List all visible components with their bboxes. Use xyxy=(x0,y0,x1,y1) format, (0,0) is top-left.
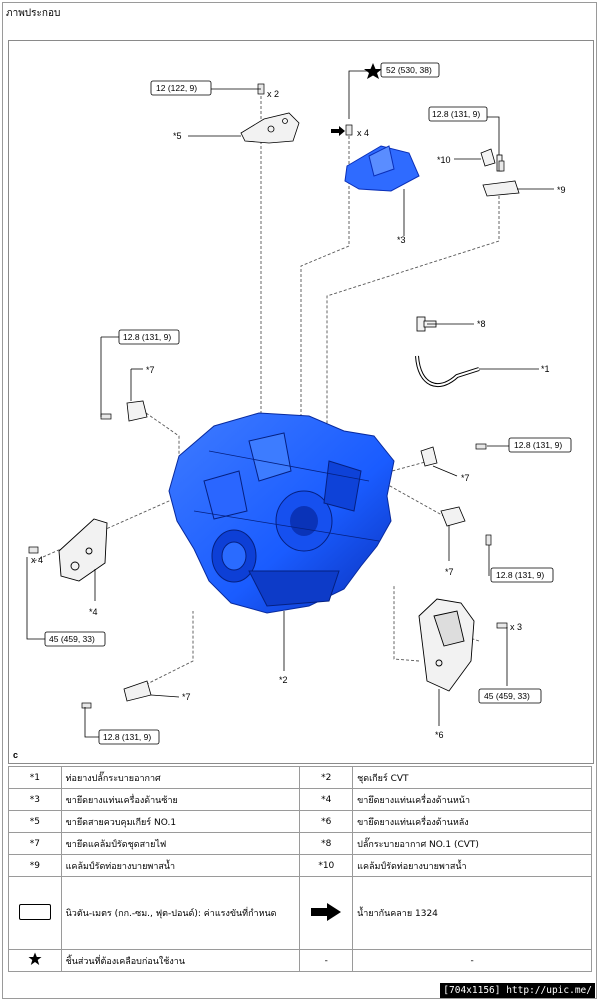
legend-code: *5 xyxy=(8,810,62,833)
legend-table: *1 ท่อยางปลั๊กระบายอากาศ *2 ชุดเกียร์ CV… xyxy=(8,766,592,972)
legend-desc: ชุดเกียร์ CVT xyxy=(352,766,592,789)
torque-note: นิวตัน-เมตร (กก.-ซม., ฟุต-ปอนด์): ค่าแรง… xyxy=(60,876,301,950)
leader-lines xyxy=(26,70,554,738)
star-note: ชิ้นส่วนที่ต้องเคลือบก่อนใช้งาน xyxy=(60,949,301,972)
legend-row: *5 ขายึดสายควบคุมเกียร์ NO.1 *6 ขายึดยาง… xyxy=(8,810,592,833)
legend-desc: ท่อยางปลั๊กระบายอากาศ xyxy=(60,766,301,789)
callout-1: *1 xyxy=(541,364,550,374)
wire-harness-clamp-brackets xyxy=(123,400,466,702)
diagram-corner-letter: c xyxy=(13,750,19,760)
torque-label-12-8-left: 12.8 (131, 9) xyxy=(123,332,171,342)
legend-code: *10 xyxy=(299,854,354,877)
torque-label-12-8-right: 12.8 (131, 9) xyxy=(514,440,562,450)
callout-3: *3 xyxy=(397,235,406,245)
star-icon xyxy=(364,63,382,79)
torque-box-icon xyxy=(18,903,51,920)
image-host-tag[interactable]: [704x1156] http://upic.me/ xyxy=(440,983,595,998)
callout-7-upper-left: *7 xyxy=(146,365,155,375)
legend-desc: ขายึดแคล้มป์รัดชุดสายไฟ xyxy=(60,832,301,855)
legend-code: *3 xyxy=(8,788,62,811)
legend-empty-desc: - xyxy=(352,949,592,972)
torque-symbol-cell xyxy=(8,876,62,950)
arrow-right-icon xyxy=(311,902,342,921)
qty-x4-left: x 4 xyxy=(31,555,43,565)
legend-code: *1 xyxy=(8,766,62,789)
callout-10: *10 xyxy=(437,155,451,165)
breather-hose xyxy=(415,355,480,388)
callout-7-bottom: *7 xyxy=(182,692,191,702)
callout-7-lower-right: *7 xyxy=(445,567,454,577)
star-icon xyxy=(28,952,42,965)
legend-desc: ขายึดยางแท่นเครื่องด้านหลัง xyxy=(352,810,592,833)
legend-symbol-row: นิวตัน-เมตร (กก.-ซม., ฟุต-ปอนด์): ค่าแรง… xyxy=(8,876,592,950)
legend-code: *4 xyxy=(299,788,354,811)
legend-code: *2 xyxy=(299,766,354,789)
rear-engine-mount-bracket xyxy=(418,598,475,692)
sealant-symbol-cell xyxy=(299,876,354,950)
legend-desc: ขายึดสายควบคุมเกียร์ NO.1 xyxy=(60,810,301,833)
legend-desc: ขายึดยางแท่นเครื่องด้านหน้า xyxy=(352,788,592,811)
legend-empty-code: - xyxy=(299,949,354,972)
torque-label-52: 52 (530, 38) xyxy=(386,65,432,75)
qty-x2: x 2 xyxy=(267,89,279,99)
callout-6: *6 xyxy=(435,730,444,740)
arrow-icon xyxy=(331,126,345,136)
legend-desc: แคล้มป์รัดท่อยางบายพาสน้ำ xyxy=(60,854,301,877)
qty-x3: x 3 xyxy=(510,622,522,632)
torque-label-45-left: 45 (459, 33) xyxy=(49,634,95,644)
star-symbol-cell xyxy=(8,949,62,972)
diagram-canvas: 12 (122, 9) 52 (530, 38) 12.8 (131, 9) 1… xyxy=(26,62,572,745)
page-title: ภาพประกอบ xyxy=(6,8,61,19)
qty-x4-top: x 4 xyxy=(357,128,369,138)
legend-row: *3 ขายึดยางแท่นเครื่องด้านซ้าย *4 ขายึดย… xyxy=(8,788,592,811)
legend-row: *1 ท่อยางปลั๊กระบายอากาศ *2 ชุดเกียร์ CV… xyxy=(8,766,592,789)
front-engine-mount-bracket xyxy=(58,518,108,582)
torque-label-12-8-lower-right: 12.8 (131, 9) xyxy=(496,570,544,580)
bolts xyxy=(28,83,508,709)
shift-cable-bracket xyxy=(240,112,300,144)
callout-5: *5 xyxy=(173,131,182,141)
legend-code: *8 xyxy=(299,832,354,855)
callout-8: *8 xyxy=(477,319,486,329)
callout-4: *4 xyxy=(89,607,98,617)
sealant-note: น้ำยากันคลาย 1324 xyxy=(352,876,592,950)
callout-2: *2 xyxy=(279,675,288,685)
legend-code: *9 xyxy=(8,854,62,877)
legend-code: *6 xyxy=(299,810,354,833)
torque-label-45-right: 45 (459, 33) xyxy=(484,691,530,701)
callout-9: *9 xyxy=(557,185,566,195)
cvt-transmission-assembly xyxy=(168,412,395,614)
legend-desc: ขายึดยางแท่นเครื่องด้านซ้าย xyxy=(60,788,301,811)
callout-7-right: *7 xyxy=(461,473,470,483)
torque-boxes xyxy=(44,62,572,745)
water-bypass-clamp-bracket xyxy=(480,148,520,197)
legend-desc: แคล้มป์รัดท่อยางบายพาสน้ำ xyxy=(352,854,592,877)
torque-label-12-8-bottom: 12.8 (131, 9) xyxy=(103,732,151,742)
torque-label-12-8-top: 12.8 (131, 9) xyxy=(432,109,480,119)
legend-star-row: ชิ้นส่วนที่ต้องเคลือบก่อนใช้งาน - - xyxy=(8,949,592,972)
legend-code: *7 xyxy=(8,832,62,855)
left-engine-mount-bracket xyxy=(344,145,420,192)
exploded-diagram: 12 (122, 9) 52 (530, 38) 12.8 (131, 9) 1… xyxy=(8,40,594,764)
legend-row: *7 ขายึดแคล้มป์รัดชุดสายไฟ *8 ปลั๊กระบาย… xyxy=(8,832,592,855)
torque-label-12: 12 (122, 9) xyxy=(156,83,197,93)
legend-desc: ปลั๊กระบายอากาศ NO.1 (CVT) xyxy=(352,832,592,855)
legend-row: *9 แคล้มป์รัดท่อยางบายพาสน้ำ *10 แคล้มป์… xyxy=(8,854,592,877)
